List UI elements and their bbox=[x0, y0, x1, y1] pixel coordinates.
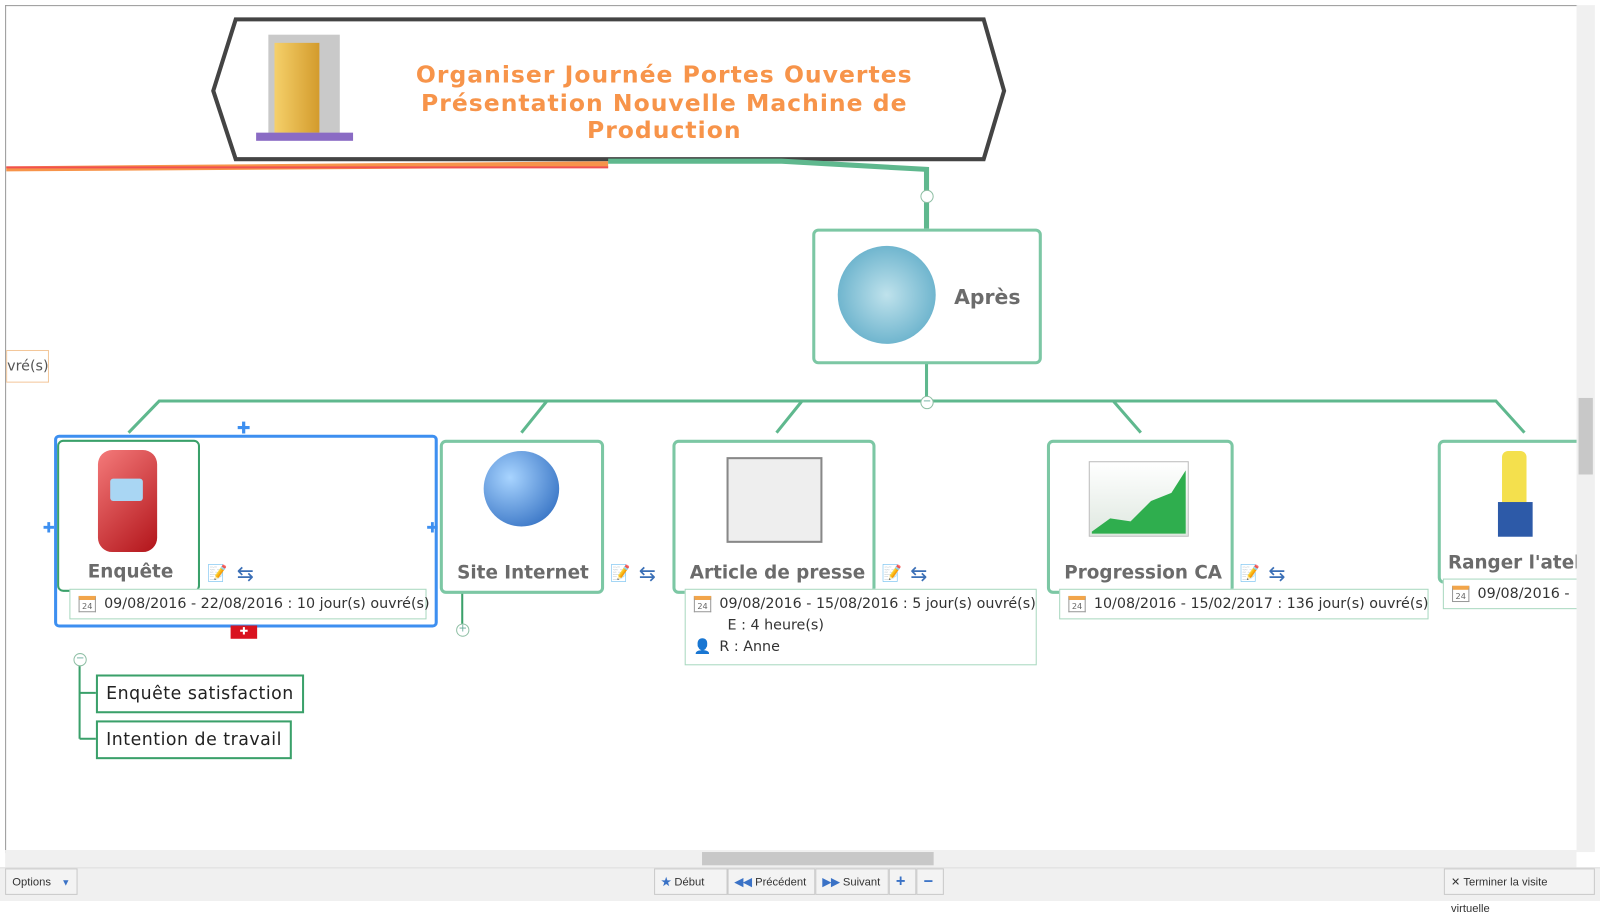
central-topic-apres[interactable]: Après bbox=[812, 228, 1042, 365]
task-info-enquete: 24 09/08/2016 - 22/08/2016 : 10 jour(s) o… bbox=[69, 588, 430, 620]
previous-label: Précédent bbox=[755, 876, 807, 889]
task-info-ranger: 24 09/08/2016 - bbox=[1442, 578, 1578, 610]
close-icon: ✕ bbox=[1451, 876, 1461, 889]
end-tour-button[interactable]: ✕ Terminer la visite virtuelle bbox=[1443, 868, 1595, 915]
calendar-icon: 24 bbox=[78, 595, 96, 613]
collapse-button[interactable]: − bbox=[920, 395, 934, 410]
add-left-handle-icon[interactable]: ✚ bbox=[42, 520, 55, 537]
phone-icon bbox=[97, 449, 158, 553]
end-tour-label: Terminer la visite virtuelle bbox=[1451, 876, 1548, 916]
topic-label: Enquête bbox=[87, 561, 174, 583]
task-dates: 09/08/2016 - 15/08/2016 : 5 jour(s) ouvr… bbox=[719, 595, 1036, 613]
expand-button[interactable]: + bbox=[456, 623, 470, 637]
sweeping-worker-icon bbox=[1471, 451, 1553, 538]
zoom-in-button[interactable]: + bbox=[888, 868, 917, 895]
chevron-down-icon: ▼ bbox=[61, 877, 71, 888]
rewind-icon: ◀◀ bbox=[734, 876, 752, 889]
subtopic-enquete-satisfaction[interactable]: Enquête satisfaction bbox=[95, 674, 304, 714]
notes-icon[interactable]: 📝 bbox=[207, 563, 228, 583]
add-right-handle-icon[interactable]: ✚ bbox=[426, 520, 439, 537]
newspaper-icon bbox=[726, 457, 823, 543]
notes-icon[interactable]: 📝 bbox=[610, 563, 631, 583]
person-icon: 👤 bbox=[693, 638, 712, 656]
chart-growth-icon bbox=[1088, 461, 1189, 537]
topic-label: Ranger l'ateli bbox=[1447, 552, 1578, 574]
start-button[interactable]: ★ Début bbox=[654, 868, 728, 895]
relationship-icon[interactable]: ⇆ bbox=[910, 561, 928, 586]
start-label: Début bbox=[674, 876, 705, 889]
relationship-icon[interactable]: ⇆ bbox=[1268, 561, 1286, 586]
topic-article-de-presse[interactable]: Article de presse bbox=[672, 439, 876, 594]
topic-label: Article de presse bbox=[689, 562, 866, 584]
task-info-progression: 24 10/08/2016 - 15/02/2017 : 136 jour(s) … bbox=[1059, 588, 1429, 620]
topic-label: Site Internet bbox=[457, 562, 589, 584]
calendar-icon: 24 bbox=[1452, 585, 1470, 603]
options-dropdown[interactable]: Options ▼ bbox=[5, 868, 78, 895]
title-line-1: Organiser Journée Portes Ouvertes bbox=[415, 62, 913, 89]
horizontal-scrollbar[interactable] bbox=[5, 849, 1577, 868]
collapse-handle[interactable] bbox=[920, 189, 934, 204]
collapse-subtopics[interactable]: − bbox=[73, 653, 87, 667]
previous-button[interactable]: ◀◀ Précédent bbox=[727, 868, 816, 895]
topic-ranger-atelier[interactable]: Ranger l'ateli bbox=[1437, 439, 1578, 584]
topic-label: Progression CA bbox=[1064, 562, 1223, 584]
task-dates: 09/08/2016 - 22/08/2016 : 10 jour(s) ouv… bbox=[104, 595, 430, 613]
people-icon bbox=[837, 245, 936, 344]
topic-site-internet[interactable]: Site Internet bbox=[439, 439, 605, 594]
relationship-icon[interactable]: ⇆ bbox=[236, 561, 254, 586]
add-subtopic-icon[interactable]: ✚ bbox=[230, 625, 258, 639]
notes-icon[interactable]: 📝 bbox=[881, 563, 902, 583]
central-topic-label: Après bbox=[954, 284, 1021, 310]
add-parent-handle-icon[interactable]: ✚ bbox=[236, 418, 251, 438]
task-effort: E : 4 heure(s) bbox=[727, 617, 824, 634]
globe-icon bbox=[483, 451, 560, 527]
calendar-icon: 24 bbox=[693, 595, 712, 613]
task-dates: 09/08/2016 - bbox=[1477, 585, 1570, 603]
relationship-icon[interactable]: ⇆ bbox=[638, 561, 656, 586]
zoom-out-button[interactable]: − bbox=[916, 868, 944, 895]
task-info-article: 24 09/08/2016 - 15/08/2016 : 5 jour(s) ou… bbox=[684, 588, 1037, 666]
partial-info-box: vré(s) bbox=[6, 349, 49, 383]
door-icon bbox=[256, 34, 354, 142]
topic-enquete[interactable]: Enquête bbox=[57, 439, 200, 592]
next-button[interactable]: ▶▶ Suivant bbox=[815, 868, 889, 895]
options-label: Options bbox=[12, 876, 51, 889]
task-dates: 10/08/2016 - 15/02/2017 : 136 jour(s) ou… bbox=[1093, 595, 1429, 613]
fast-forward-icon: ▶▶ bbox=[822, 876, 840, 889]
topic-progression-ca[interactable]: Progression CA bbox=[1046, 439, 1234, 594]
calendar-icon: 24 bbox=[1068, 595, 1086, 613]
star-icon: ★ bbox=[661, 876, 672, 889]
next-label: Suivant bbox=[842, 876, 881, 889]
vertical-scrollbar[interactable] bbox=[1576, 5, 1595, 853]
notes-icon[interactable]: 📝 bbox=[1239, 563, 1261, 583]
vertical-scroll-thumb[interactable] bbox=[1578, 397, 1593, 475]
title-line-2: Présentation Nouvelle Machine de Product… bbox=[421, 90, 908, 144]
subtopic-intention-de-travail[interactable]: Intention de travail bbox=[95, 720, 293, 760]
mindmap-canvas[interactable]: Organiser Journée Portes Ouvertes Présen… bbox=[5, 5, 1578, 854]
horizontal-scroll-thumb[interactable] bbox=[702, 852, 934, 866]
task-resource: R : Anne bbox=[719, 638, 780, 656]
